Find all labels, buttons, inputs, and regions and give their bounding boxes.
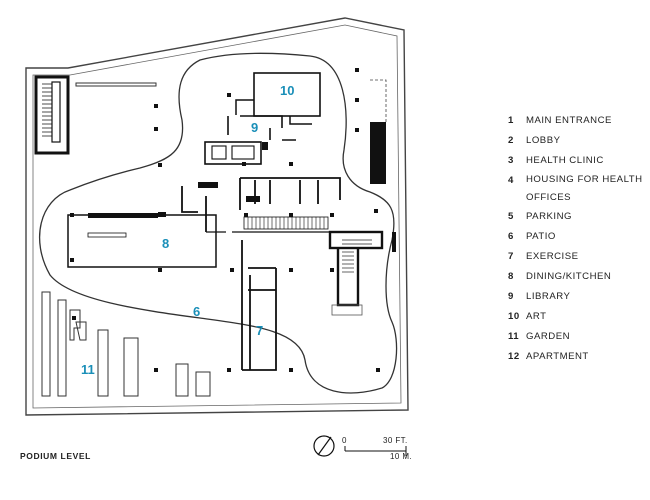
elevator-b	[231, 145, 255, 160]
level-label: PODIUM LEVEL	[20, 451, 91, 461]
room-number-exercise: 7	[256, 323, 264, 338]
room-number-dining: 8	[162, 236, 170, 251]
room-number-garden: 11	[81, 362, 95, 377]
art-room	[253, 72, 321, 117]
corridor-walls	[181, 177, 341, 232]
right-wall-mark	[392, 232, 396, 252]
exercise-walls	[241, 240, 277, 371]
elevator-a	[211, 145, 227, 160]
garden-planters	[41, 291, 211, 397]
podium-outline	[38, 52, 398, 394]
scale-feet-label: 30 FT.	[383, 436, 408, 445]
apartment-wall-right	[370, 122, 386, 184]
stair-treads-right	[342, 239, 372, 273]
dining-corner	[158, 212, 166, 217]
room-number-patio: 6	[193, 304, 201, 319]
site-boundary	[25, 17, 409, 416]
stair-treads-left	[42, 83, 52, 137]
service-block	[198, 182, 218, 188]
library-walls	[227, 115, 296, 141]
stair-tower-left	[34, 75, 70, 155]
corridor-hatch	[243, 216, 329, 230]
north-arrow-icon	[313, 435, 335, 457]
kitchen-counter	[87, 232, 127, 238]
stair-tower-right	[328, 230, 384, 250]
dining-room	[67, 214, 217, 268]
site-boundary-inner	[32, 24, 402, 409]
room-number-art: 10	[280, 83, 295, 98]
scale-zero-label: 0	[342, 436, 347, 445]
room-number-library: 9	[251, 120, 259, 135]
stair-base-right	[331, 304, 363, 316]
corridor-hatch-lines	[247, 217, 325, 229]
scale-bar	[344, 446, 407, 456]
parapet-top	[75, 82, 157, 87]
elevator-core-mark	[262, 142, 268, 150]
art-room-divider	[235, 99, 312, 125]
dining-top-wall	[88, 213, 158, 218]
library-elevator-box	[204, 141, 262, 165]
stair-shaft-right	[336, 248, 360, 307]
bench-mark	[246, 196, 260, 202]
scale-meters-label: 10 M.	[390, 452, 413, 461]
stair-core-left	[51, 81, 61, 143]
apartment-dashed-edge	[370, 79, 387, 122]
structural-columns	[70, 68, 380, 372]
